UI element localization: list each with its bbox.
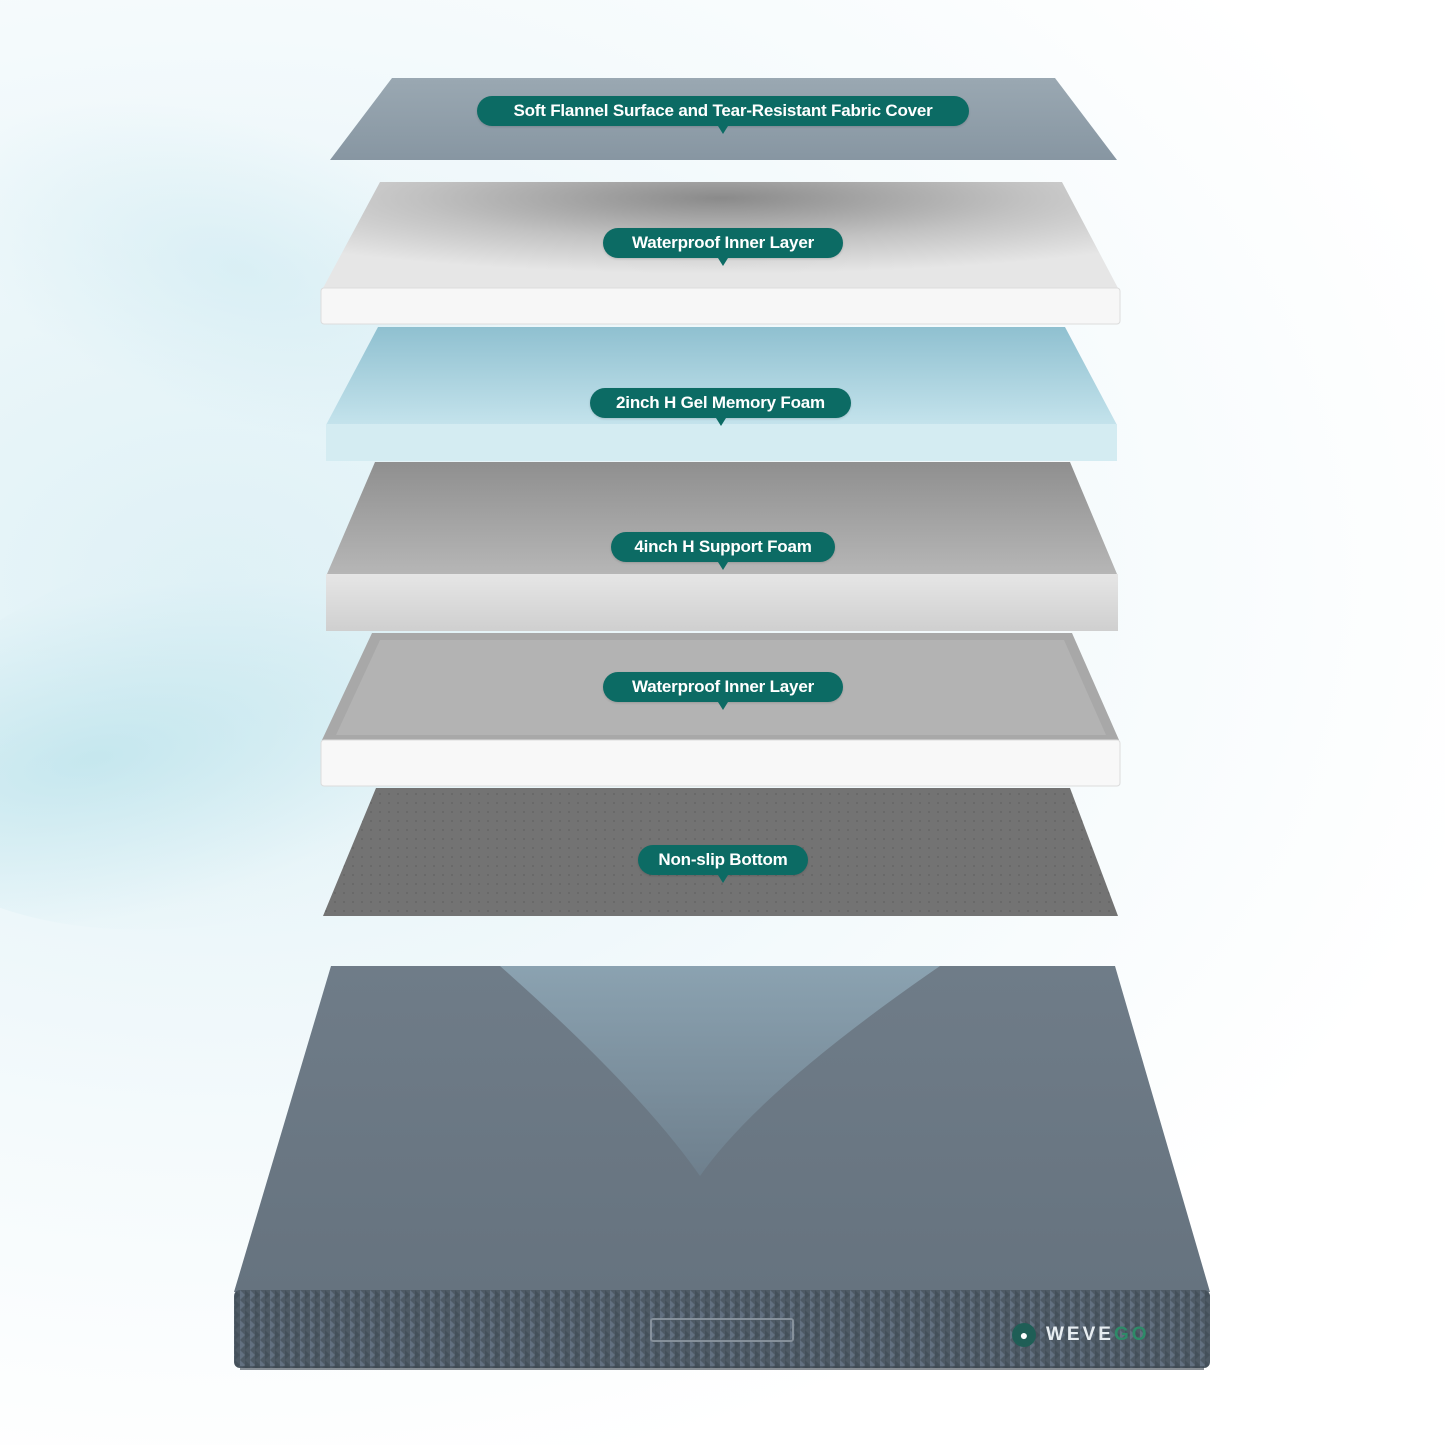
gel-memory-foam-layer: [326, 327, 1117, 461]
label-fabric-cover: Soft Flannel Surface and Tear-Resistant …: [477, 96, 969, 134]
brand-name: WEVE: [1046, 1324, 1114, 1345]
assembled-mattress: [234, 966, 1210, 1370]
label-support-foam: 4inch H Support Foam: [611, 532, 835, 570]
label-waterproof-inner-top: Waterproof Inner Layer: [603, 228, 843, 266]
support-foam-layer: [326, 462, 1118, 631]
brand-logo: ● WEVEGO: [1012, 1319, 1150, 1351]
paw-icon: ●: [1012, 1323, 1036, 1347]
label-non-slip-bottom: Non-slip Bottom: [638, 845, 808, 883]
label-waterproof-inner-bottom: Waterproof Inner Layer: [603, 672, 843, 710]
mattress-handle: [650, 1318, 794, 1342]
label-gel-memory-foam: 2inch H Gel Memory Foam: [590, 388, 851, 426]
brand-suffix: GO: [1113, 1324, 1150, 1345]
